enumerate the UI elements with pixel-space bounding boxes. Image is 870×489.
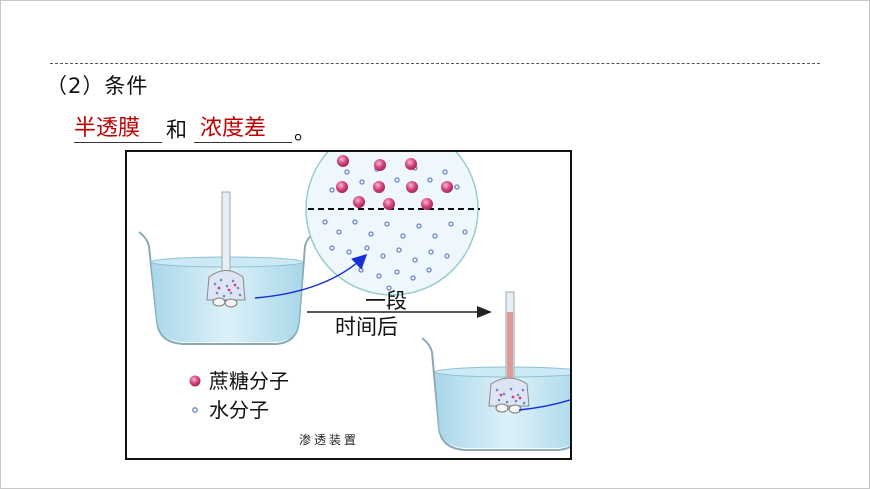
osmosis-figure: 一段 时间后 蔗糖分子 水分子 渗透装置 — [125, 150, 572, 460]
answer-blank-2: 浓度差 — [200, 116, 267, 141]
right-beaker — [421, 291, 570, 451]
figure-caption: 渗透装置 — [299, 432, 359, 447]
zoom-arrow-1 — [254, 253, 368, 299]
divider-dashed — [50, 63, 820, 64]
legend-water-marker — [192, 407, 198, 413]
end-punctuation: 。 — [294, 120, 315, 144]
zoom-arrow-2 — [518, 399, 570, 411]
legend-water-label: 水分子 — [209, 398, 269, 422]
blank-underline-1 — [74, 142, 162, 143]
blank-underline-2 — [194, 142, 292, 143]
connector-text: 和 — [166, 118, 187, 142]
answer-blank-1: 半透膜 — [74, 116, 141, 141]
osmosis-diagram: 一段 时间后 蔗糖分子 水分子 渗透装置 — [138, 152, 570, 451]
legend: 蔗糖分子 水分子 — [189, 369, 289, 422]
magnified-view-before — [305, 152, 480, 296]
arrow-label-line1: 一段 — [365, 289, 407, 313]
section-heading: （2）条件 — [46, 74, 149, 98]
arrow-label-line2: 时间后 — [335, 315, 398, 339]
legend-sugar-marker — [189, 375, 201, 387]
legend-sugar-label: 蔗糖分子 — [209, 369, 289, 393]
left-beaker — [138, 191, 316, 345]
